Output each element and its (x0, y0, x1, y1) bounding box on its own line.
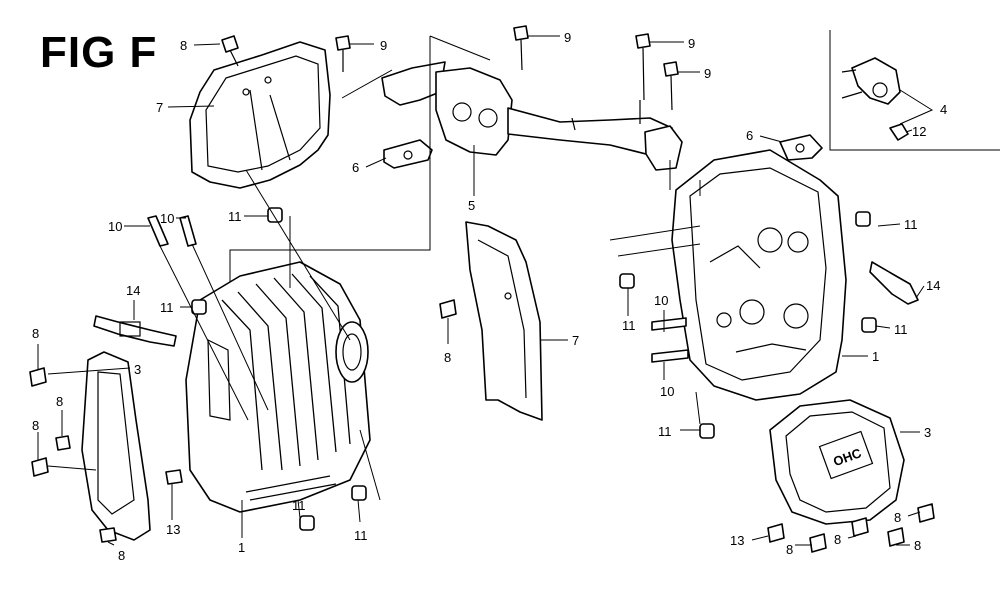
studs-left (147, 215, 197, 247)
callout-10-b: 10 (160, 211, 174, 226)
callout-11-f: 11 (904, 217, 918, 232)
callout-8-right-a: 8 (894, 510, 901, 525)
callout-8-right-c: 8 (834, 532, 841, 547)
callout-12: 12 (912, 124, 926, 139)
callout-13-left: 13 (166, 522, 180, 537)
callout-1-right: 1 (872, 349, 879, 364)
callout-5: 5 (468, 198, 475, 213)
callout-9-b: 9 (564, 30, 571, 45)
inset-box (829, 30, 1000, 151)
callout-14-left: 14 (126, 283, 140, 298)
callout-8-left-a: 8 (32, 326, 39, 341)
callout-8-top: 8 (180, 38, 187, 53)
callout-4: 4 (940, 102, 947, 117)
gasket-right (779, 134, 823, 161)
callout-9-a: 9 (380, 38, 387, 53)
callout-3-left: 3 (134, 362, 141, 377)
callout-6-right: 6 (746, 128, 753, 143)
spark-plug-left (93, 315, 177, 347)
valve-cover-right: OHC (769, 399, 905, 525)
figure-title: FIG F (40, 28, 158, 77)
callout-8-left-b: 8 (56, 394, 63, 409)
cylinder-head-right (671, 149, 847, 401)
callout-3-right: 3 (924, 425, 931, 440)
callout-9-d: 9 (704, 66, 711, 81)
callout-10-d: 10 (660, 384, 674, 399)
callout-11-h: 11 (658, 424, 672, 439)
callout-7-top: 7 (156, 100, 163, 115)
callout-7-mid: 7 (572, 333, 579, 348)
spark-plug-right (869, 261, 919, 305)
callout-labels: 8 9 9 9 9 7 6 5 6 4 12 10 10 11 11 14 8 … (32, 30, 947, 563)
callout-9-c: 9 (688, 36, 695, 51)
callout-13-right: 13 (730, 533, 744, 548)
callout-14-right: 14 (926, 278, 940, 293)
callout-8-left-c: 8 (32, 418, 39, 433)
callout-11-a: 11 (228, 209, 242, 224)
valve-cover-left (81, 351, 151, 541)
bolts (29, 25, 935, 553)
callout-10-c: 10 (654, 293, 668, 308)
leader-lines (37, 35, 934, 546)
callout-11-e: 11 (622, 318, 636, 333)
shroud-upper-left (189, 41, 331, 189)
cylinder-block-left (185, 261, 371, 513)
callout-8-mid: 8 (444, 350, 451, 365)
callout-11-d: 11 (354, 528, 368, 543)
shroud-middle (465, 221, 543, 421)
callout-11-g: 11 (894, 322, 908, 337)
callout-11-b: 11 (160, 300, 174, 315)
callout-11-c: 11 (292, 498, 306, 513)
studs-right (651, 317, 689, 363)
callout-8-right-d: 8 (914, 538, 921, 553)
callout-10-a: 10 (108, 219, 122, 234)
callout-8-right-b: 8 (786, 542, 793, 557)
intake-manifold (381, 61, 683, 171)
gasket-left (383, 139, 433, 169)
callout-1-left: 1 (238, 540, 245, 555)
callout-6-left: 6 (352, 160, 359, 175)
callout-8-left-d: 8 (118, 548, 125, 563)
